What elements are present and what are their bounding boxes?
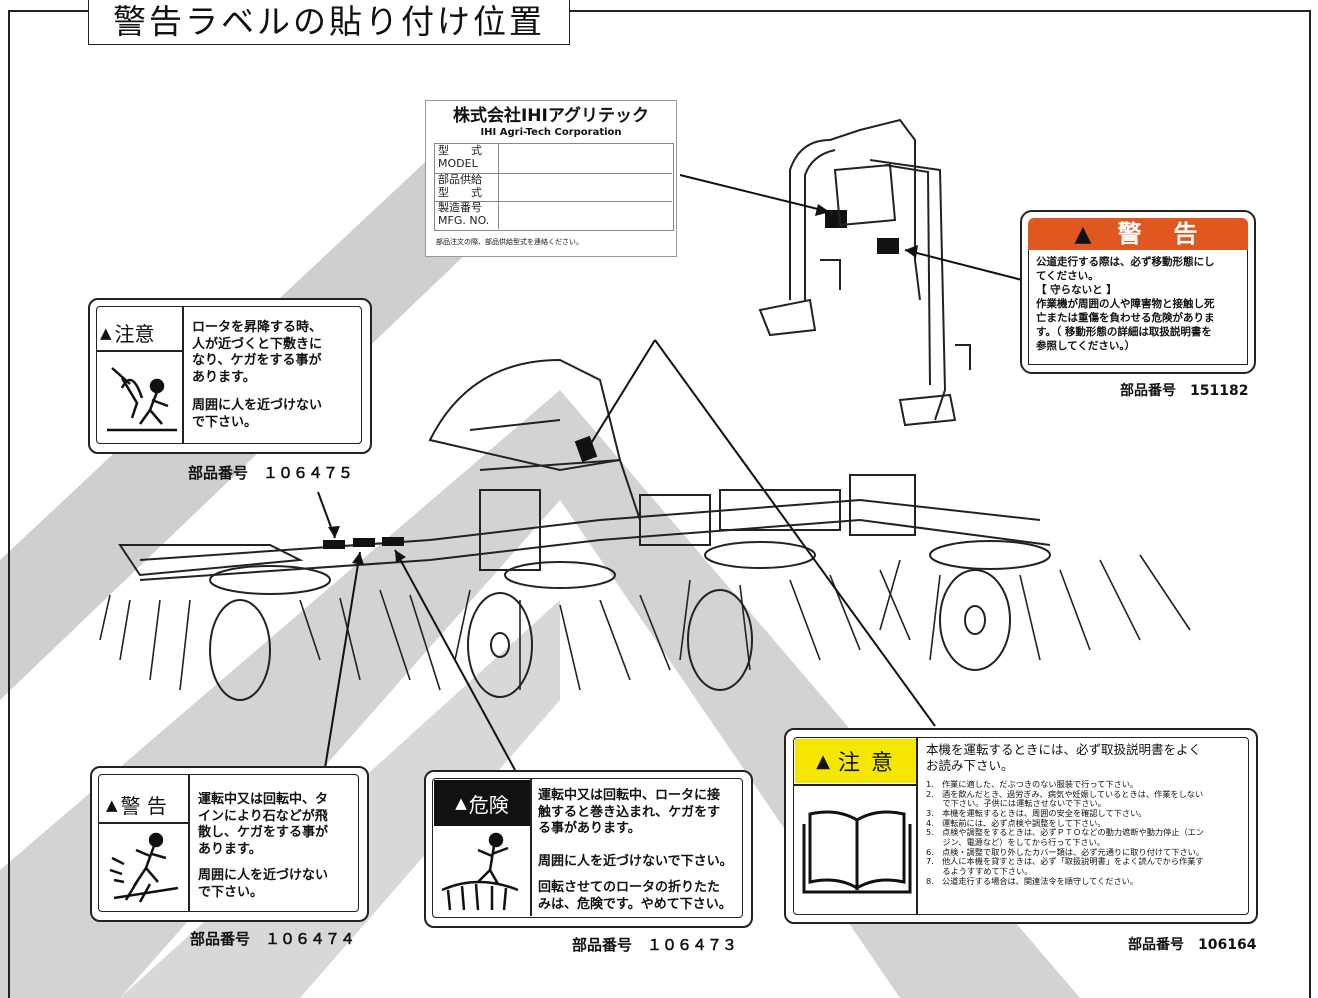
danger-label-106473: ▲ 危険 運転中又は回転中、ロータに接 触すると巻き込まれ、ケガをす る事があり… xyxy=(424,770,753,928)
caution-triangle-icon: ▲ xyxy=(816,750,830,772)
part-number-106474: 部品番号 １０６４７４ xyxy=(190,930,356,948)
row-label-en: MFG. NO. xyxy=(438,213,490,227)
caution-label-106475: ▲ 注意 ロータを昇降する時、 人が近づくと下敷きに なり、ケガをする事が あり… xyxy=(88,298,372,454)
divider xyxy=(98,822,188,824)
danger-header: ▲ 危険 xyxy=(434,780,530,826)
caution-text-2: 周囲に人を近づけない で下さい。 xyxy=(192,398,323,430)
divider xyxy=(793,784,916,786)
divider xyxy=(916,737,918,915)
warning-body-text: 公道走行する際は、必ず移動形態にし てください。 【 守らないと 】 作業機が周… xyxy=(1036,256,1215,352)
frame-left xyxy=(8,10,10,998)
caution-header-text: 注意 xyxy=(114,322,155,346)
manual-lead-text: 本機を運転するときには、必ず取扱説明書をよく お読み下さい。 xyxy=(926,742,1202,774)
caution-header-text: 注 意 xyxy=(837,751,895,776)
caution-header: ▲ 注意 xyxy=(100,318,155,347)
divider xyxy=(182,306,184,444)
warning-text-2: 周囲に人を近づけない で下さい。 xyxy=(198,868,329,900)
row-label-en: MODEL xyxy=(438,156,478,170)
danger-text-2: 周囲に人を近づけないで下さい。 xyxy=(538,854,733,869)
warning-body-box xyxy=(1028,250,1248,365)
crush-hazard-icon xyxy=(107,367,177,432)
caution-label-106164: ▲ 注 意 本機を運転するときには、必ず取扱説明書をよく お読み下さい。 1. … xyxy=(784,728,1258,924)
list-item: 3. 本機を運転するときは、周囲の安全を確認して下さい。 xyxy=(926,808,1147,819)
caution-header: ▲ 注 意 xyxy=(795,739,916,783)
list-item: 6. 点検・調整で取り外したカバー類は、必ず元通りに取り付けて下さい。 xyxy=(926,846,1205,857)
page-title: 警告ラベルの貼り付け位置 xyxy=(88,0,570,45)
warning-label-151182: ▲ 警 告 公道走行する際は、必ず移動形態にし てください。 【 守らないと 】… xyxy=(1020,210,1256,374)
nameplate-row: 部品供給型 式 xyxy=(438,173,482,199)
list-item: 7. 他人に本機を貸すときは、必ず「取扱説明書」をよく読んでから作業す るようす… xyxy=(926,856,1204,877)
list-item: 8. 公道走行する場合は、関連法令を順守してください。 xyxy=(926,875,1139,886)
warning-triangle-icon: ▲ xyxy=(1074,221,1092,247)
label-inner-border xyxy=(98,774,359,912)
list-item: 2. 酒を飲んだとき、過労ぎみ、病気や妊娠しているときは、作業をしない で下さい… xyxy=(926,788,1204,809)
divider xyxy=(498,143,499,229)
label-inner-border xyxy=(793,737,1249,915)
row-label-jp: 製造番号 xyxy=(438,201,482,214)
danger-triangle-icon: ▲ xyxy=(455,794,467,812)
danger-text-3: 回転させてのロータの折りたた みは、危険です。やめて下さい。 xyxy=(538,880,732,912)
divider xyxy=(434,201,672,202)
warning-header: ▲ 警 告 xyxy=(1028,218,1248,250)
warning-triangle-icon: ▲ xyxy=(106,795,118,814)
nameplate-company-en: IHI Agri-Tech Corporation xyxy=(480,127,622,138)
part-number-106475: 部品番号 １０６４７５ xyxy=(188,464,354,482)
warning-header-text: 警 告 xyxy=(120,794,167,818)
divider xyxy=(96,350,182,352)
divider xyxy=(434,173,672,174)
part-number-151182: 部品番号 151182 xyxy=(1120,383,1249,399)
divider xyxy=(530,778,532,916)
nameplate-footnote: 部品注文の際、部品供給型式を連絡ください。 xyxy=(436,238,583,246)
label-inner-border xyxy=(96,306,362,444)
caution-text-1: ロータを昇降する時、 人が近づくと下敷きに なり、ケガをする事が あります。 xyxy=(192,320,323,385)
read-manual-icon xyxy=(802,810,912,894)
danger-header-text: 危険 xyxy=(468,792,509,817)
list-item: 4. 運転前には、必ず点検や調整をして下さい。 xyxy=(926,817,1106,828)
caution-triangle-icon: ▲ xyxy=(100,323,112,342)
danger-text-1: 運転中又は回転中、ロータに接 触すると巻き込まれ、ケガをす る事があります。 xyxy=(538,788,721,836)
nameplate-company: 株式会社IHIアグリテック xyxy=(452,106,650,126)
part-number-106164: 部品番号 106164 xyxy=(1128,937,1257,953)
warning-label-106474: ▲ 警 告 運転中又は回転中、タ インにより石などが飛 散し、ケガをする事が あ… xyxy=(90,766,369,922)
nameplate-table xyxy=(434,143,674,231)
frame-right xyxy=(1309,10,1311,998)
row-label-jp: 型 式 xyxy=(438,144,482,157)
label-inner-border xyxy=(432,778,743,918)
part-number-106473: 部品番号 １０６４７３ xyxy=(572,936,738,954)
warning-header: ▲ 警 告 xyxy=(106,790,167,819)
row-label-jp: 部品供給 xyxy=(438,173,482,186)
manual-items-list: 1. 作業に適した、だぶつきのない服装で行って下さい。 2. 酒を飲んだとき、過… xyxy=(926,779,1250,886)
nameplate: 株式会社IHIアグリテック IHI Agri-Tech Corporation … xyxy=(425,100,677,257)
list-item: 5. 点検や調整をするときは、必ずＰＴＯなどの動力遮断や動力停止（エン ジン、電… xyxy=(926,827,1205,848)
row-label-en: 型 式 xyxy=(438,185,482,199)
divider xyxy=(188,774,190,912)
flying-debris-icon xyxy=(109,832,179,903)
list-item: 1. 作業に適した、だぶつきのない服装で行って下さい。 xyxy=(926,779,1139,789)
frame-top-left xyxy=(8,10,88,12)
entanglement-icon xyxy=(441,832,519,911)
warning-text-1: 運転中又は回転中、タ インにより石などが飛 散し、ケガをする事が あります。 xyxy=(198,792,329,857)
frame-top-right xyxy=(568,10,1310,12)
warning-header-text: 警 告 xyxy=(1117,219,1202,248)
